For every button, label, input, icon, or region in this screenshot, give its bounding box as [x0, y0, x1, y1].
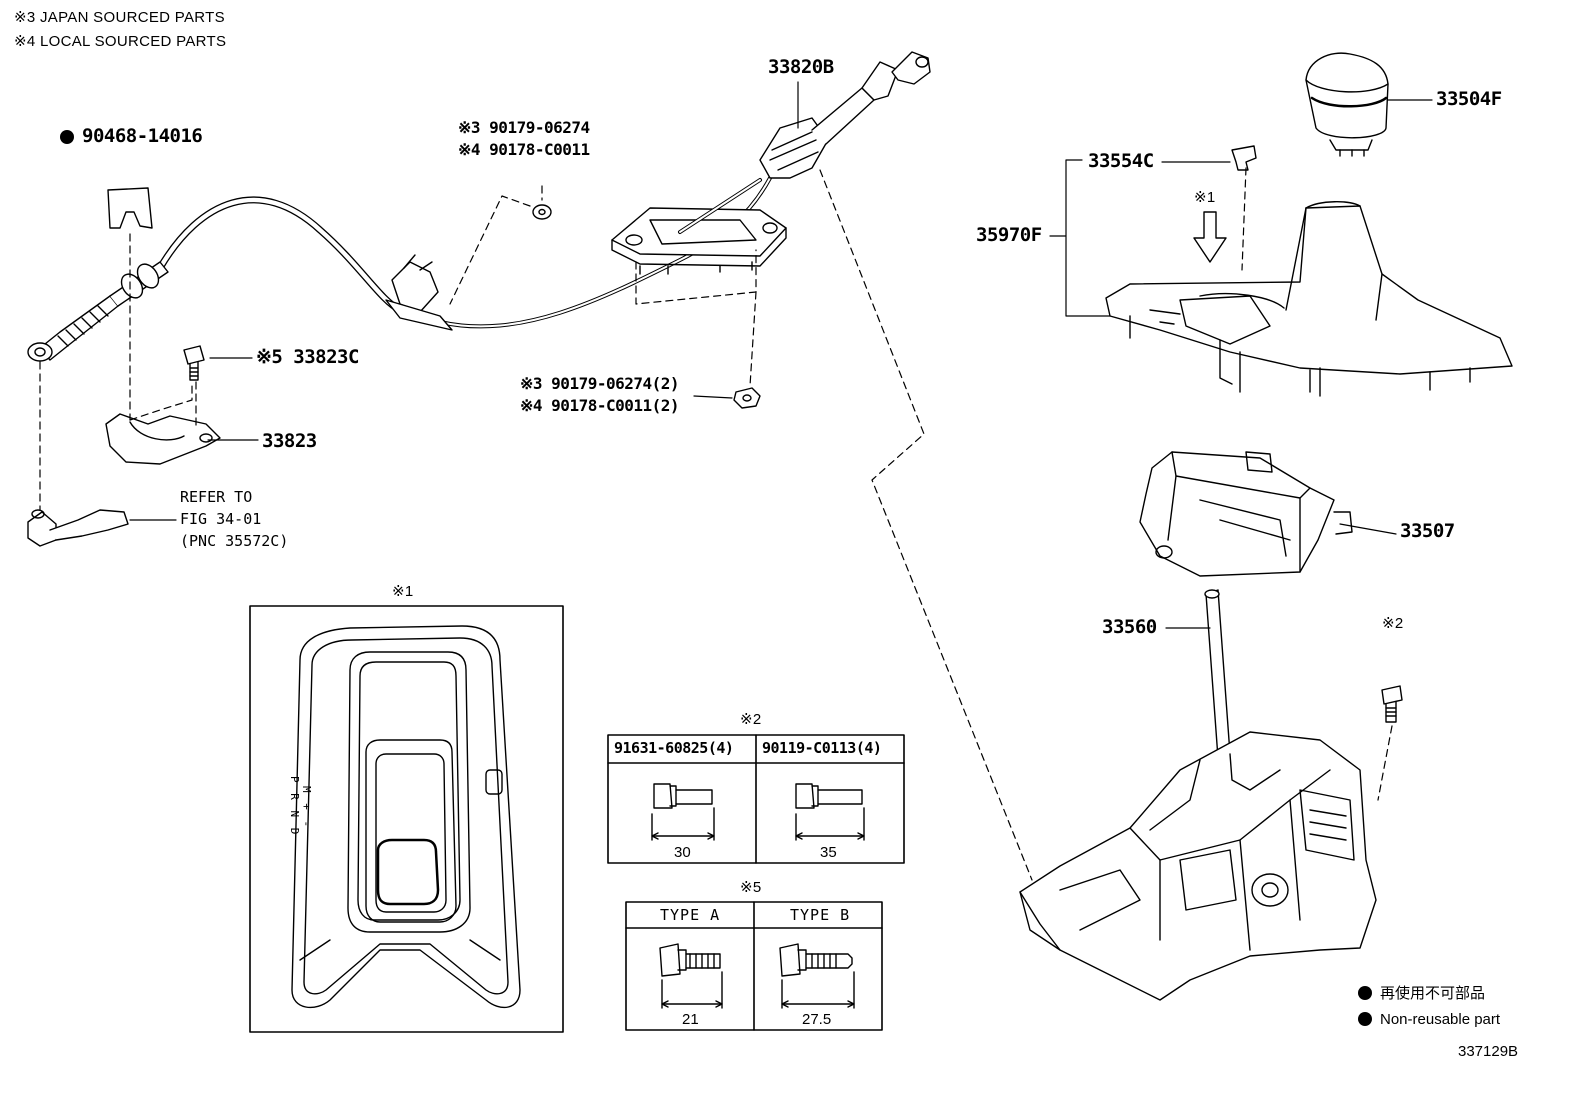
- table5-type-b: TYPE B: [790, 906, 851, 924]
- label-nut-upper-local: ※4 90178-C0011: [458, 140, 590, 159]
- shift-pattern-prnd: P R N D: [288, 776, 301, 837]
- nut-upper: [532, 204, 552, 220]
- dashed-guides: [39, 167, 1393, 881]
- label-33823c: ※5 33823C: [256, 346, 359, 368]
- bracket-33823: [105, 413, 221, 465]
- legend-non-reusable-jp: 再使用不可部品: [1358, 986, 1485, 1001]
- table5-type-a: TYPE A: [660, 906, 721, 924]
- label-nut-upper-jp: ※3 90179-06274: [458, 118, 590, 137]
- label-33820b: 33820B: [768, 56, 834, 78]
- figure-id: 337129B: [1458, 1043, 1519, 1060]
- shift-lever-assy-33560: [1019, 589, 1377, 1001]
- nut-lower: [733, 387, 761, 409]
- label-35970f: 35970F: [976, 224, 1042, 246]
- mark2-table-title: ※2: [740, 711, 762, 728]
- bolt-mark2: [1381, 685, 1403, 723]
- label-33560: 33560: [1102, 616, 1157, 638]
- label-33504f: 33504F: [1436, 88, 1502, 110]
- label-33823: 33823: [262, 430, 317, 452]
- mark2-bolt-label: ※2: [1382, 615, 1404, 632]
- mark5-table-title: ※5: [740, 879, 762, 896]
- console-panel-35970f: [1105, 201, 1513, 397]
- legend-non-reusable-en: Non-reusable part: [1358, 1012, 1500, 1027]
- note-local-sourced: ※4 LOCAL SOURCED PARTS: [14, 33, 227, 50]
- detail-panel-mark1: [249, 605, 564, 1033]
- mark1-arrow-label: ※1: [1194, 189, 1216, 206]
- note-japan-sourced: ※3 JAPAN SOURCED PARTS: [14, 9, 225, 26]
- bolt-table-mark2: [607, 734, 905, 864]
- refer-to-fig-34-01: REFER TO FIG 34-01 (PNC 35572C): [180, 488, 289, 550]
- shift-cable: [27, 51, 931, 362]
- table2-col1-length: 30: [674, 844, 691, 861]
- table2-col2-length: 35: [820, 844, 837, 861]
- clip-90468: [107, 187, 153, 229]
- view-arrow-icon: [1193, 211, 1227, 263]
- legend-en-text: Non-reusable part: [1380, 1011, 1501, 1028]
- label-nut-lower-jp: ※3 90179-06274(2): [520, 374, 680, 393]
- cable-bracket-plate: [611, 178, 787, 275]
- shift-knob-33504f: [1305, 52, 1389, 157]
- non-reusable-dot-icon: [1358, 986, 1372, 1000]
- label-33554c: 33554C: [1088, 150, 1154, 172]
- label-33507: 33507: [1400, 520, 1455, 542]
- table2-col2-part: 90119-C0113(4): [762, 739, 882, 757]
- table5-type-a-length: 21: [682, 1011, 699, 1028]
- non-reusable-dot-icon: [1358, 1012, 1372, 1026]
- mark1-panel-title: ※1: [392, 583, 414, 600]
- label-nut-lower-local: ※4 90178-C0011(2): [520, 396, 680, 415]
- lever-housing-33507: [1139, 451, 1353, 577]
- legend-jp-text: 再使用不可部品: [1380, 985, 1486, 1002]
- bolt-table-mark5: [625, 901, 883, 1031]
- clip-33554c: [1231, 145, 1257, 171]
- table2-col1-part: 91631-60825(4): [614, 739, 734, 757]
- leader-lines: [129, 81, 1433, 629]
- table5-type-b-length: 27.5: [802, 1011, 832, 1028]
- lever-fig-34-01: [27, 509, 129, 547]
- non-reusable-dot-icon: [60, 130, 74, 144]
- bolt-33823c: [183, 345, 205, 381]
- label-90468-14016: 90468-14016: [60, 125, 203, 147]
- part-number-text: 90468-14016: [82, 125, 203, 147]
- shift-pattern-manual: M + -: [300, 786, 313, 830]
